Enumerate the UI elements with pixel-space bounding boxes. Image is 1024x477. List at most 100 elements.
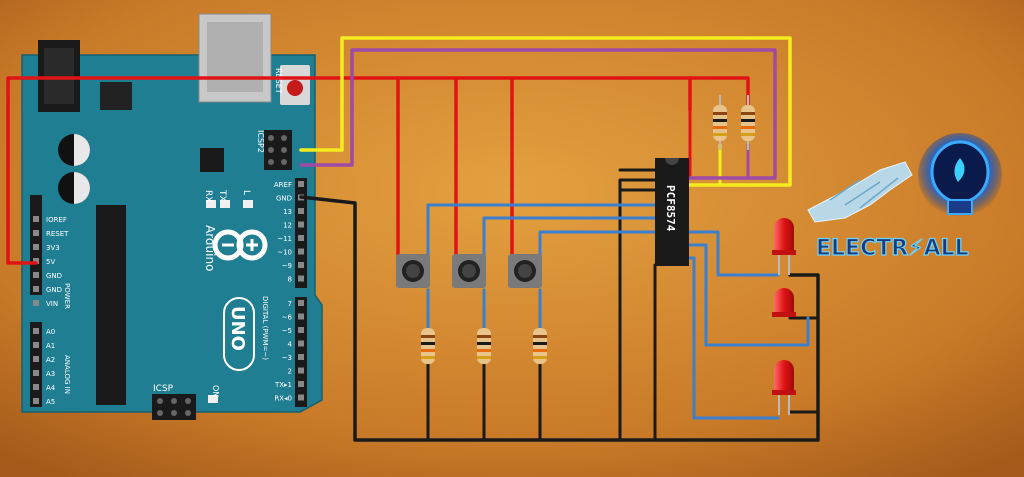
lightbulb-icon: [918, 133, 1002, 217]
on-label: ON: [211, 385, 220, 397]
digital-top-pin-3: [298, 221, 304, 228]
small-chip: [200, 148, 224, 172]
wire-p2: [538, 230, 657, 257]
voltage-regulator: [100, 82, 132, 110]
arduino-logo: [212, 229, 268, 261]
power-pin-label-3: 5V: [46, 258, 55, 266]
digital-bottom-pin-label-5: 2: [288, 368, 292, 376]
wire-led1: [688, 230, 780, 277]
chip-label: PCF8574: [664, 185, 677, 232]
digital-top-pin-label-7: 8: [288, 276, 292, 284]
power-pin-label-2: 3V3: [46, 244, 60, 252]
wire-p0: [426, 203, 657, 257]
power-pin-1: [33, 230, 39, 236]
digital-top-pin-0: [298, 181, 304, 187]
icsp-header: [152, 394, 196, 420]
power-pin-6: [33, 300, 39, 306]
digital-top-pin-label-4: ~11: [277, 235, 292, 243]
digital-bottom-pin-3: [298, 340, 304, 347]
analog-pin-4: [33, 384, 39, 390]
red-led-1: [772, 218, 796, 275]
digital-top-pin-label-6: ~9: [282, 262, 292, 270]
wire-scl: [299, 48, 777, 180]
power-pin-4: [33, 272, 39, 278]
analog-pin-3: [33, 370, 39, 376]
digital-top-pin-label-5: ~10: [277, 249, 292, 257]
power-pin-label-0: IOREF: [46, 216, 67, 224]
reset-button[interactable]: [280, 65, 310, 105]
digital-bottom-pin-1: [298, 313, 304, 320]
robot-hand-icon: [807, 161, 913, 223]
digital-bottom-pin-7: [298, 394, 304, 401]
digital-bottom-pin-label-1: ~6: [282, 314, 293, 322]
analog-pin-5: [33, 398, 39, 404]
icsp2-label: ICSP2: [256, 130, 265, 153]
wire-sda: [299, 36, 792, 187]
uno-badge: [223, 297, 255, 371]
wires: [6, 36, 820, 442]
analog-group-label: ANALOG IN: [63, 355, 71, 394]
digital-bottom-pin-label-0: 7: [288, 300, 292, 308]
red-led-2: [772, 288, 796, 317]
capacitor-1: [58, 134, 90, 166]
analog-pin-0: [33, 328, 39, 334]
push-button-2: [452, 254, 486, 288]
digital-header-top: [295, 178, 307, 288]
analog-pin-2: [33, 356, 39, 362]
analog-pin-label-5: A5: [46, 398, 55, 406]
digital-top-pin-2: [298, 208, 304, 214]
wire-p1: [482, 216, 657, 257]
power-pin-label-5: GND: [46, 286, 62, 294]
digital-top-pin-label-3: 12: [283, 222, 292, 230]
icsp-label: ICSP: [153, 384, 174, 394]
tx-led-label: TX: [217, 189, 227, 202]
digital-bottom-pin-2: [298, 327, 304, 333]
icsp2-header: [264, 130, 292, 170]
power-pin-3: [33, 258, 39, 264]
digital-bottom-pin-label-3: 4: [288, 341, 293, 349]
power-group-label: POWER: [63, 283, 71, 309]
digital-group-label: DIGITAL (PWM=~): [261, 296, 269, 360]
tx-led: [206, 200, 216, 208]
power-pin-2: [33, 244, 39, 250]
pulldown-resistor-3: [533, 328, 547, 364]
red-led-3: [772, 360, 796, 415]
digital-top-pin-6: [298, 262, 304, 268]
digital-top-pin-5: [298, 248, 304, 255]
logo-text: ELECTR⚡ALL: [816, 236, 969, 261]
wire-led3: [688, 256, 780, 420]
rx-led: [220, 200, 230, 208]
wire-gnd: [299, 195, 820, 442]
wire-gnd-chip: [618, 178, 657, 442]
l-led-label: L: [241, 190, 251, 195]
digital-top-pin-4: [298, 235, 304, 241]
power-pin-0: [33, 216, 39, 222]
brand-label: Arduino: [203, 225, 217, 271]
wire-5v: [6, 76, 750, 265]
analog-pin-1: [33, 342, 39, 348]
pulldown-resistor-1: [421, 328, 435, 364]
pullup-resistor-2: [741, 95, 755, 150]
analog-header: [30, 322, 42, 407]
power-pin-label-1: RESET: [46, 230, 69, 238]
push-button-1: [396, 254, 430, 288]
rx-led-label: RX: [203, 190, 213, 202]
analog-pin-label-4: A4: [46, 384, 56, 392]
l-led: [243, 200, 253, 208]
arduino-board: RESET ICSP2 RX TX L Arduino UNO: [21, 13, 323, 420]
wire-led2: [688, 243, 810, 347]
analog-pin-label-0: A0: [46, 328, 55, 336]
power-pin-label-6: VIN: [46, 300, 58, 308]
electroall-logo: ELECTR⚡ALL: [807, 133, 1002, 262]
digital-top-pin-label-2: 13: [283, 208, 292, 216]
digital-header-bottom: [295, 297, 307, 407]
digital-top-pin-label-0: AREF: [274, 181, 292, 189]
on-led: [208, 395, 218, 403]
power-pin-5: [33, 286, 39, 292]
power-pin-label-4: GND: [46, 272, 62, 280]
reset-label: RESET: [274, 68, 283, 94]
digital-bottom-pin-4: [298, 354, 304, 360]
push-button-3: [508, 254, 542, 288]
